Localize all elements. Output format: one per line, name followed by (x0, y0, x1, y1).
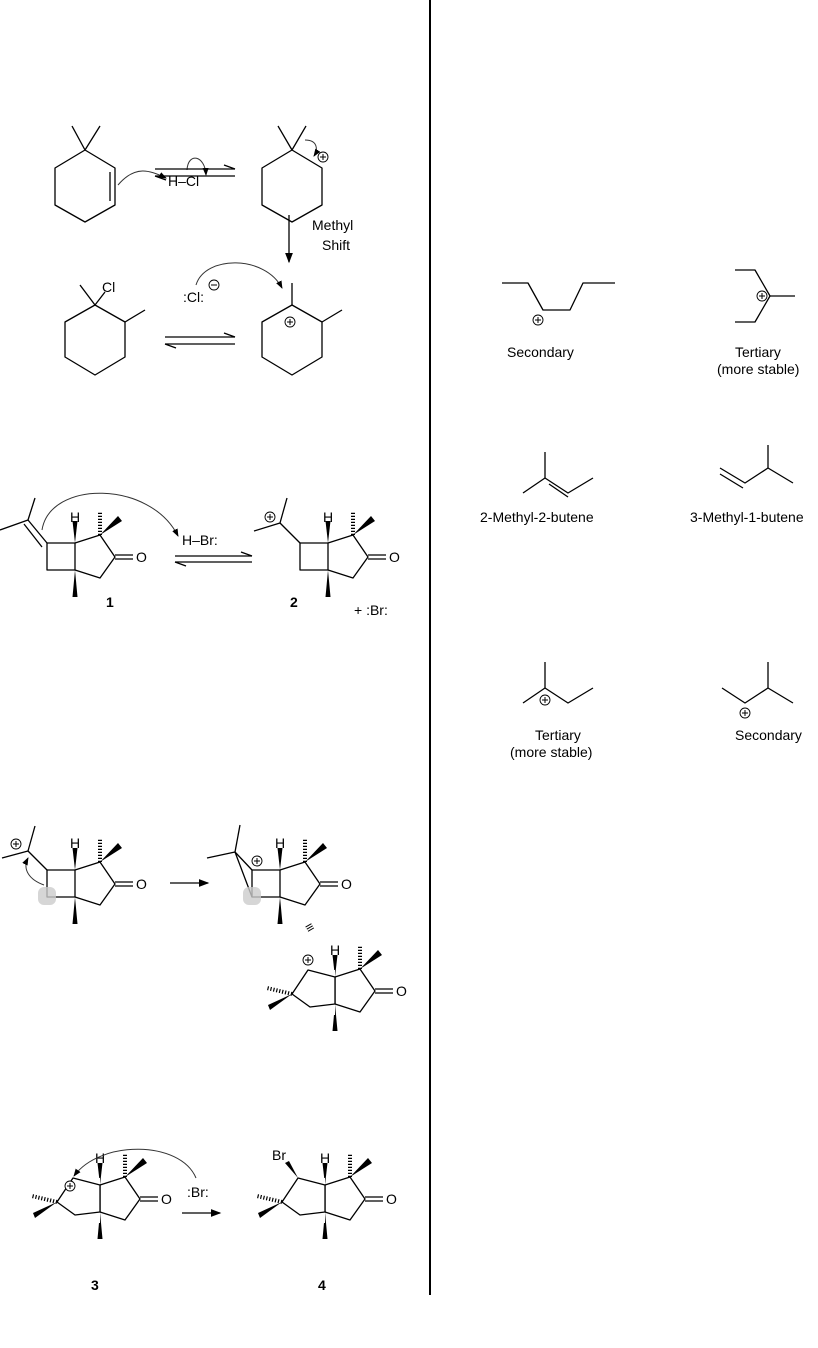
o-label: O (136, 549, 147, 565)
o-label: O (389, 549, 400, 565)
equilibrium-arrows-2 (164, 332, 236, 349)
3-methyl-1-butene-label: 3-Methyl-1-butene (690, 509, 804, 525)
secondary-label: Secondary (507, 344, 574, 360)
compound-1: H O 1 (0, 497, 147, 610)
equilibrium-arrows (154, 164, 236, 181)
methyl-shift-label-2: Shift (322, 237, 350, 253)
o-label: O (396, 983, 407, 999)
tertiary-label: Tertiary (535, 727, 581, 743)
methyl-shift-label: Methyl (312, 217, 353, 233)
alkene-comparison: 2-Methyl-2-butene 3-Methyl-1-butene (480, 445, 804, 525)
dimethylcyclohexene (54, 125, 116, 223)
carbocation-comparison-2: Tertiary (more stable) Secondary (510, 662, 802, 760)
secondary-label: Secondary (735, 727, 802, 743)
equivalence-sign: ≡ (302, 918, 317, 936)
h-label: H (320, 1150, 330, 1166)
hcl-reagent: H–Cl (168, 173, 199, 189)
compound-number-2: 2 (290, 594, 298, 610)
tertiary-label: Tertiary (735, 344, 781, 360)
more-stable-label: (more stable) (510, 744, 592, 760)
compound-number-1: 1 (106, 594, 114, 610)
compound-number-4: 4 (318, 1277, 326, 1293)
triquinane-cation: H O (266, 942, 407, 1033)
o-label: O (341, 876, 352, 892)
scheme-4-bromide-capture: H O 3 :Br: Br H O 4 (31, 1147, 397, 1293)
scheme-2-hbr-addition: H O 1 H–Br: H O 2 + :Br: (0, 492, 400, 618)
cl-atom-label: Cl (102, 279, 115, 295)
compound-2: H O 2 (253, 497, 400, 610)
compound-4: Br H O 4 (256, 1147, 397, 1293)
h-label: H (275, 835, 285, 851)
bromide-nucleophile: :Br: (187, 1184, 209, 1200)
o-label: O (136, 876, 147, 892)
compound-3: H O 3 (31, 1150, 172, 1293)
scheme-3-ring-expansion: H O H O ≡ H O (1, 824, 407, 1033)
h-label: H (95, 1150, 105, 1166)
equilibrium-arrows-3 (174, 551, 253, 567)
tertiary-carbocation (261, 283, 343, 376)
o-label: O (386, 1191, 397, 1207)
scheme-1-alkene-hcl: H–Cl Methyl Shift Cl :Cl: (54, 125, 353, 376)
secondary-carbocation (261, 125, 329, 223)
chloride-ion: :Cl: (183, 289, 204, 305)
hbr-reagent: H–Br: (182, 532, 218, 548)
h-label: H (323, 509, 333, 525)
o-label: O (161, 1191, 172, 1207)
more-stable-label: (more stable) (717, 361, 799, 377)
carbocation-comparison-1: Secondary Tertiary (more stable) (502, 269, 799, 377)
h-label: H (330, 942, 340, 958)
h-label: H (70, 835, 80, 851)
2-methyl-2-butene-label: 2-Methyl-2-butene (480, 509, 594, 525)
chloro-product: Cl (64, 279, 146, 376)
br-atom-label: Br (272, 1147, 286, 1163)
h-label: H (70, 509, 80, 525)
bromide-ion: + :Br: (354, 602, 388, 618)
compound-number-3: 3 (91, 1277, 99, 1293)
